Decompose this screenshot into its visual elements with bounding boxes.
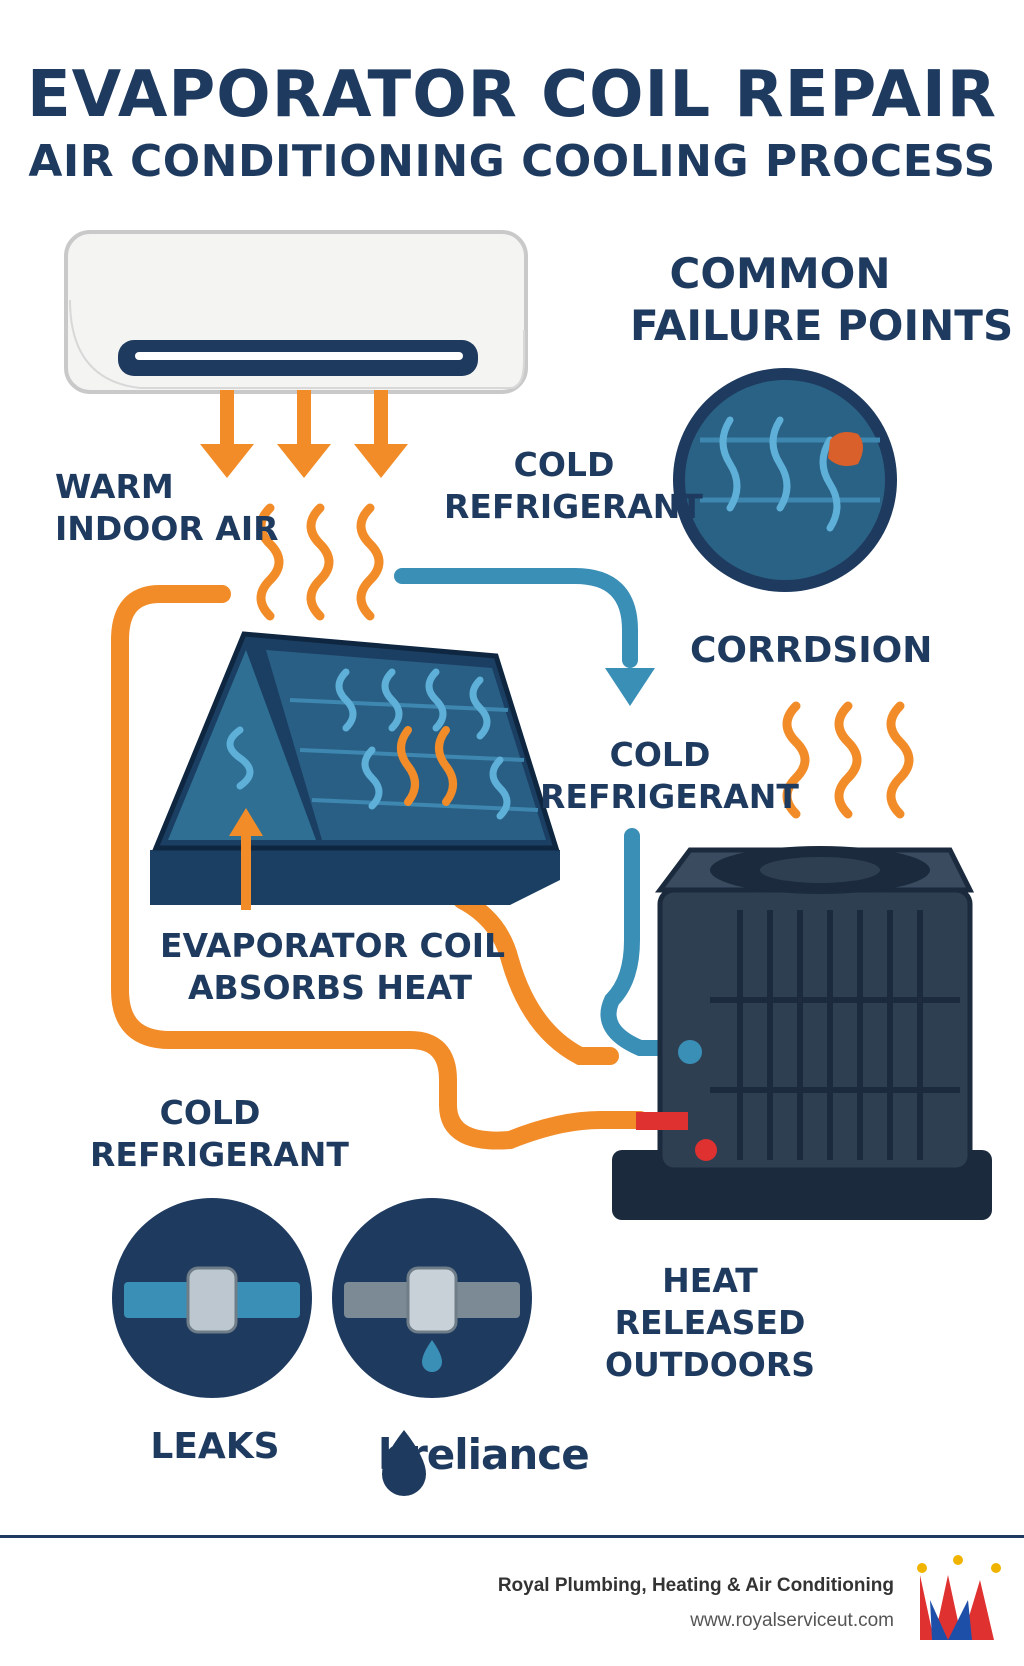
leak-illustration-gray: [332, 1198, 532, 1398]
footer-company: Royal Plumbing, Heating & Air Conditioni…: [497, 1575, 894, 1596]
warm-air-label: WARM INDOOR AIR: [55, 467, 279, 548]
page-subtitle: AIR CONDITIONING COOLING PROCESS: [28, 136, 996, 187]
corrosion-label: CORRDSION: [690, 630, 933, 671]
brand-name: breliance: [378, 1430, 590, 1479]
indoor-ac-unit: [64, 230, 528, 394]
page-title: EVAPORATOR COIL REPAIR: [26, 58, 998, 132]
corrosion-illustration: [673, 368, 897, 592]
blue-arrow-icon: [605, 668, 655, 706]
evaporator-label: EVAPORATOR COIL ABSORBS HEAT: [160, 926, 506, 1007]
footer-divider: [0, 1535, 1024, 1538]
cold-refrigerant-label-mid: COLD REFRIGERANT: [540, 735, 799, 816]
royal-crown-logo: [917, 1555, 1001, 1640]
airflow-arrows: [200, 390, 408, 478]
cold-refrigerant-label-top: COLD REFRIGERANT: [444, 445, 703, 526]
up-arrow-icon: [229, 808, 263, 910]
leaks-label: LEAKS: [150, 1426, 280, 1467]
evaporator-coil: [150, 631, 560, 905]
failure-points-heading: COMMON FAILURE POINTS: [630, 249, 1014, 350]
footer-website[interactable]: www.royalserviceut.com: [690, 1610, 894, 1631]
warm-air-waves: [256, 503, 384, 621]
outdoor-condenser-unit: [612, 846, 992, 1220]
cold-refrigerant-label-bottom: COLD REFRIGERANT: [90, 1093, 349, 1174]
blue-refrigerant-line: [394, 568, 688, 1056]
heat-release-waves: [782, 701, 914, 819]
leak-illustration-blue: [112, 1198, 312, 1398]
orange-refrigerant-line: [111, 585, 649, 1150]
brand-drop-icon: [382, 1430, 426, 1496]
heat-released-label: HEAT RELEASED OUTDOORS: [604, 1261, 816, 1384]
